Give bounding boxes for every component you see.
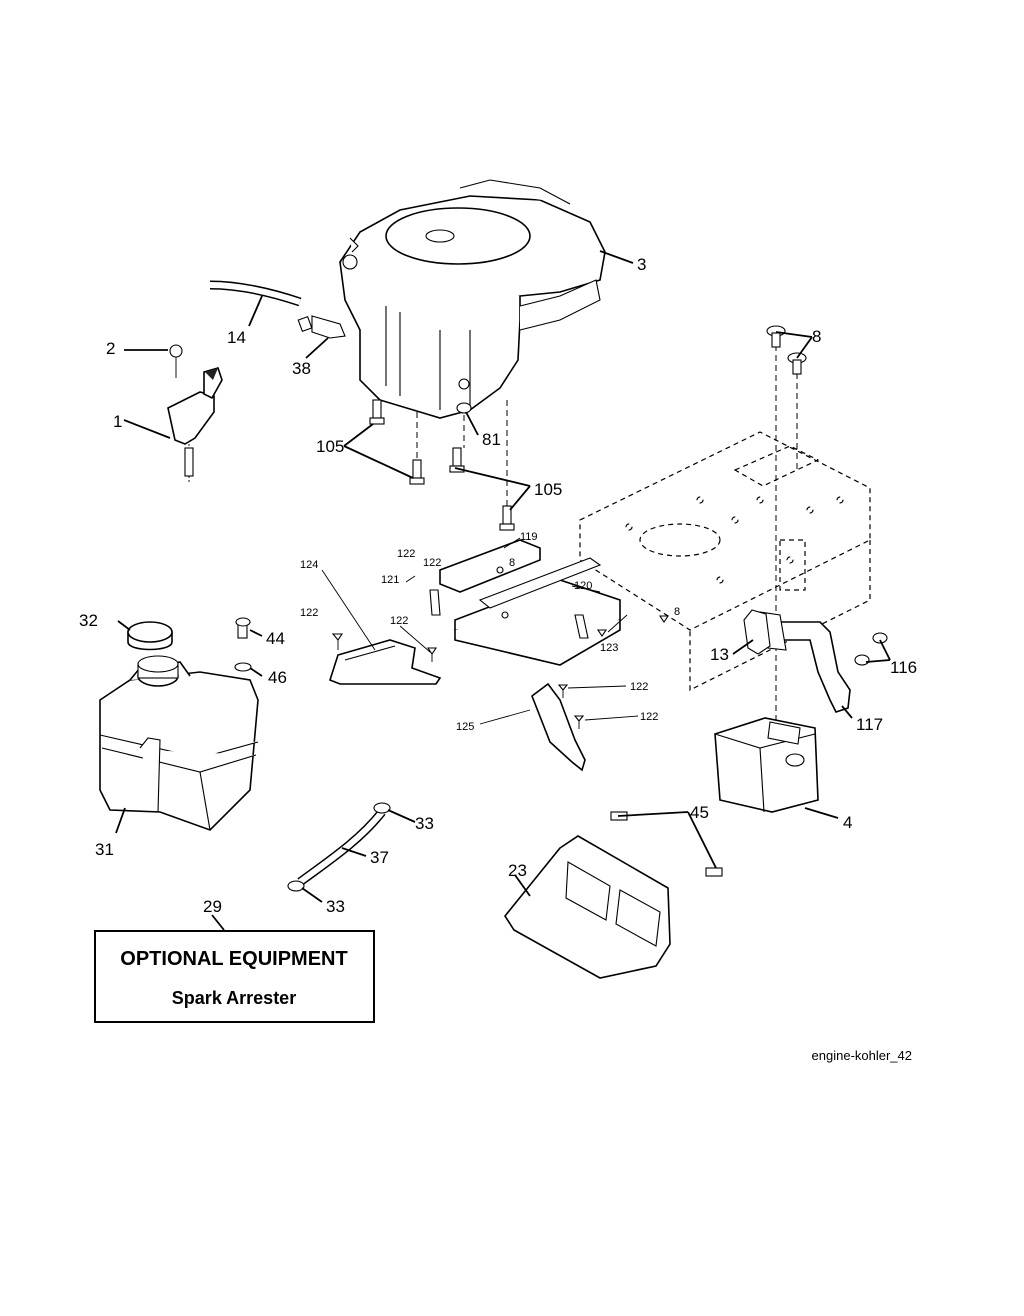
- throttle-control: [167, 344, 223, 482]
- callout-8c: 8: [674, 606, 680, 618]
- diagram-reference: engine-kohler_42: [812, 1048, 912, 1063]
- callout-121: 121: [381, 574, 399, 586]
- heat-shield: [504, 811, 723, 979]
- callout-31: 31: [95, 840, 114, 859]
- optional-equipment-title: OPTIONAL EQUIPMENT: [120, 948, 347, 970]
- callout-122e: 122: [630, 681, 648, 693]
- callout-122b: 122: [423, 557, 441, 569]
- callout-123: 123: [600, 642, 618, 654]
- callout-8a: 8: [812, 327, 821, 346]
- callout-38: 38: [292, 359, 311, 378]
- callout-44: 44: [266, 629, 285, 648]
- exhaust-pipe: [743, 609, 888, 713]
- muffler: [714, 717, 819, 813]
- callout-124: 124: [300, 559, 318, 571]
- callout-122f: 122: [640, 711, 658, 723]
- callout-117: 117: [856, 715, 883, 734]
- callout-125: 125: [456, 721, 474, 733]
- fuel-tank: [99, 655, 259, 831]
- optional-equipment-box: OPTIONAL EQUIPMENT Spark Arrester: [94, 930, 375, 1023]
- callout-32: 32: [79, 611, 98, 630]
- frame-bolts-8: [766, 325, 807, 375]
- callout-labels: 1 2 3 4 8 8 8 13 14 23 29 31 32 33 33 37…: [79, 255, 917, 916]
- screws-122: [331, 615, 670, 729]
- fuel-line-37: [287, 802, 391, 892]
- callout-105a: 105: [316, 437, 344, 456]
- shield-125: [531, 682, 586, 772]
- callout-37: 37: [370, 848, 389, 867]
- callout-105b: 105: [534, 480, 562, 499]
- callout-46: 46: [268, 668, 287, 687]
- callout-122c: 122: [300, 607, 318, 619]
- callout-120: 120: [574, 580, 592, 592]
- callout-23: 23: [508, 861, 527, 880]
- callout-4: 4: [843, 813, 852, 832]
- fuel-line: [209, 280, 346, 339]
- callout-122a: 122: [397, 548, 415, 560]
- bolts-105: [369, 399, 515, 531]
- shield-124: [329, 639, 442, 685]
- fuel-cap: [127, 621, 173, 651]
- leader-lines: [115, 250, 891, 931]
- optional-equipment-subtitle: Spark Arrester: [172, 988, 296, 1008]
- callout-119: 119: [520, 531, 538, 543]
- tractor-frame: [579, 345, 871, 720]
- callout-33b: 33: [326, 897, 345, 916]
- callout-116: 116: [890, 658, 917, 677]
- callout-1: 1: [113, 412, 122, 431]
- callout-13: 13: [710, 645, 729, 664]
- engine-mounting-brackets: [429, 539, 621, 666]
- callout-33a: 33: [415, 814, 434, 833]
- callout-122d: 122: [390, 615, 408, 627]
- callout-14: 14: [227, 328, 246, 347]
- bolt-44-washer-46: [234, 617, 252, 672]
- callout-3: 3: [637, 255, 646, 274]
- callout-2: 2: [106, 339, 115, 358]
- engine: [338, 179, 606, 419]
- callout-29: 29: [203, 897, 222, 916]
- callout-8b: 8: [509, 557, 515, 569]
- callout-81: 81: [482, 430, 501, 449]
- callout-45: 45: [690, 803, 709, 822]
